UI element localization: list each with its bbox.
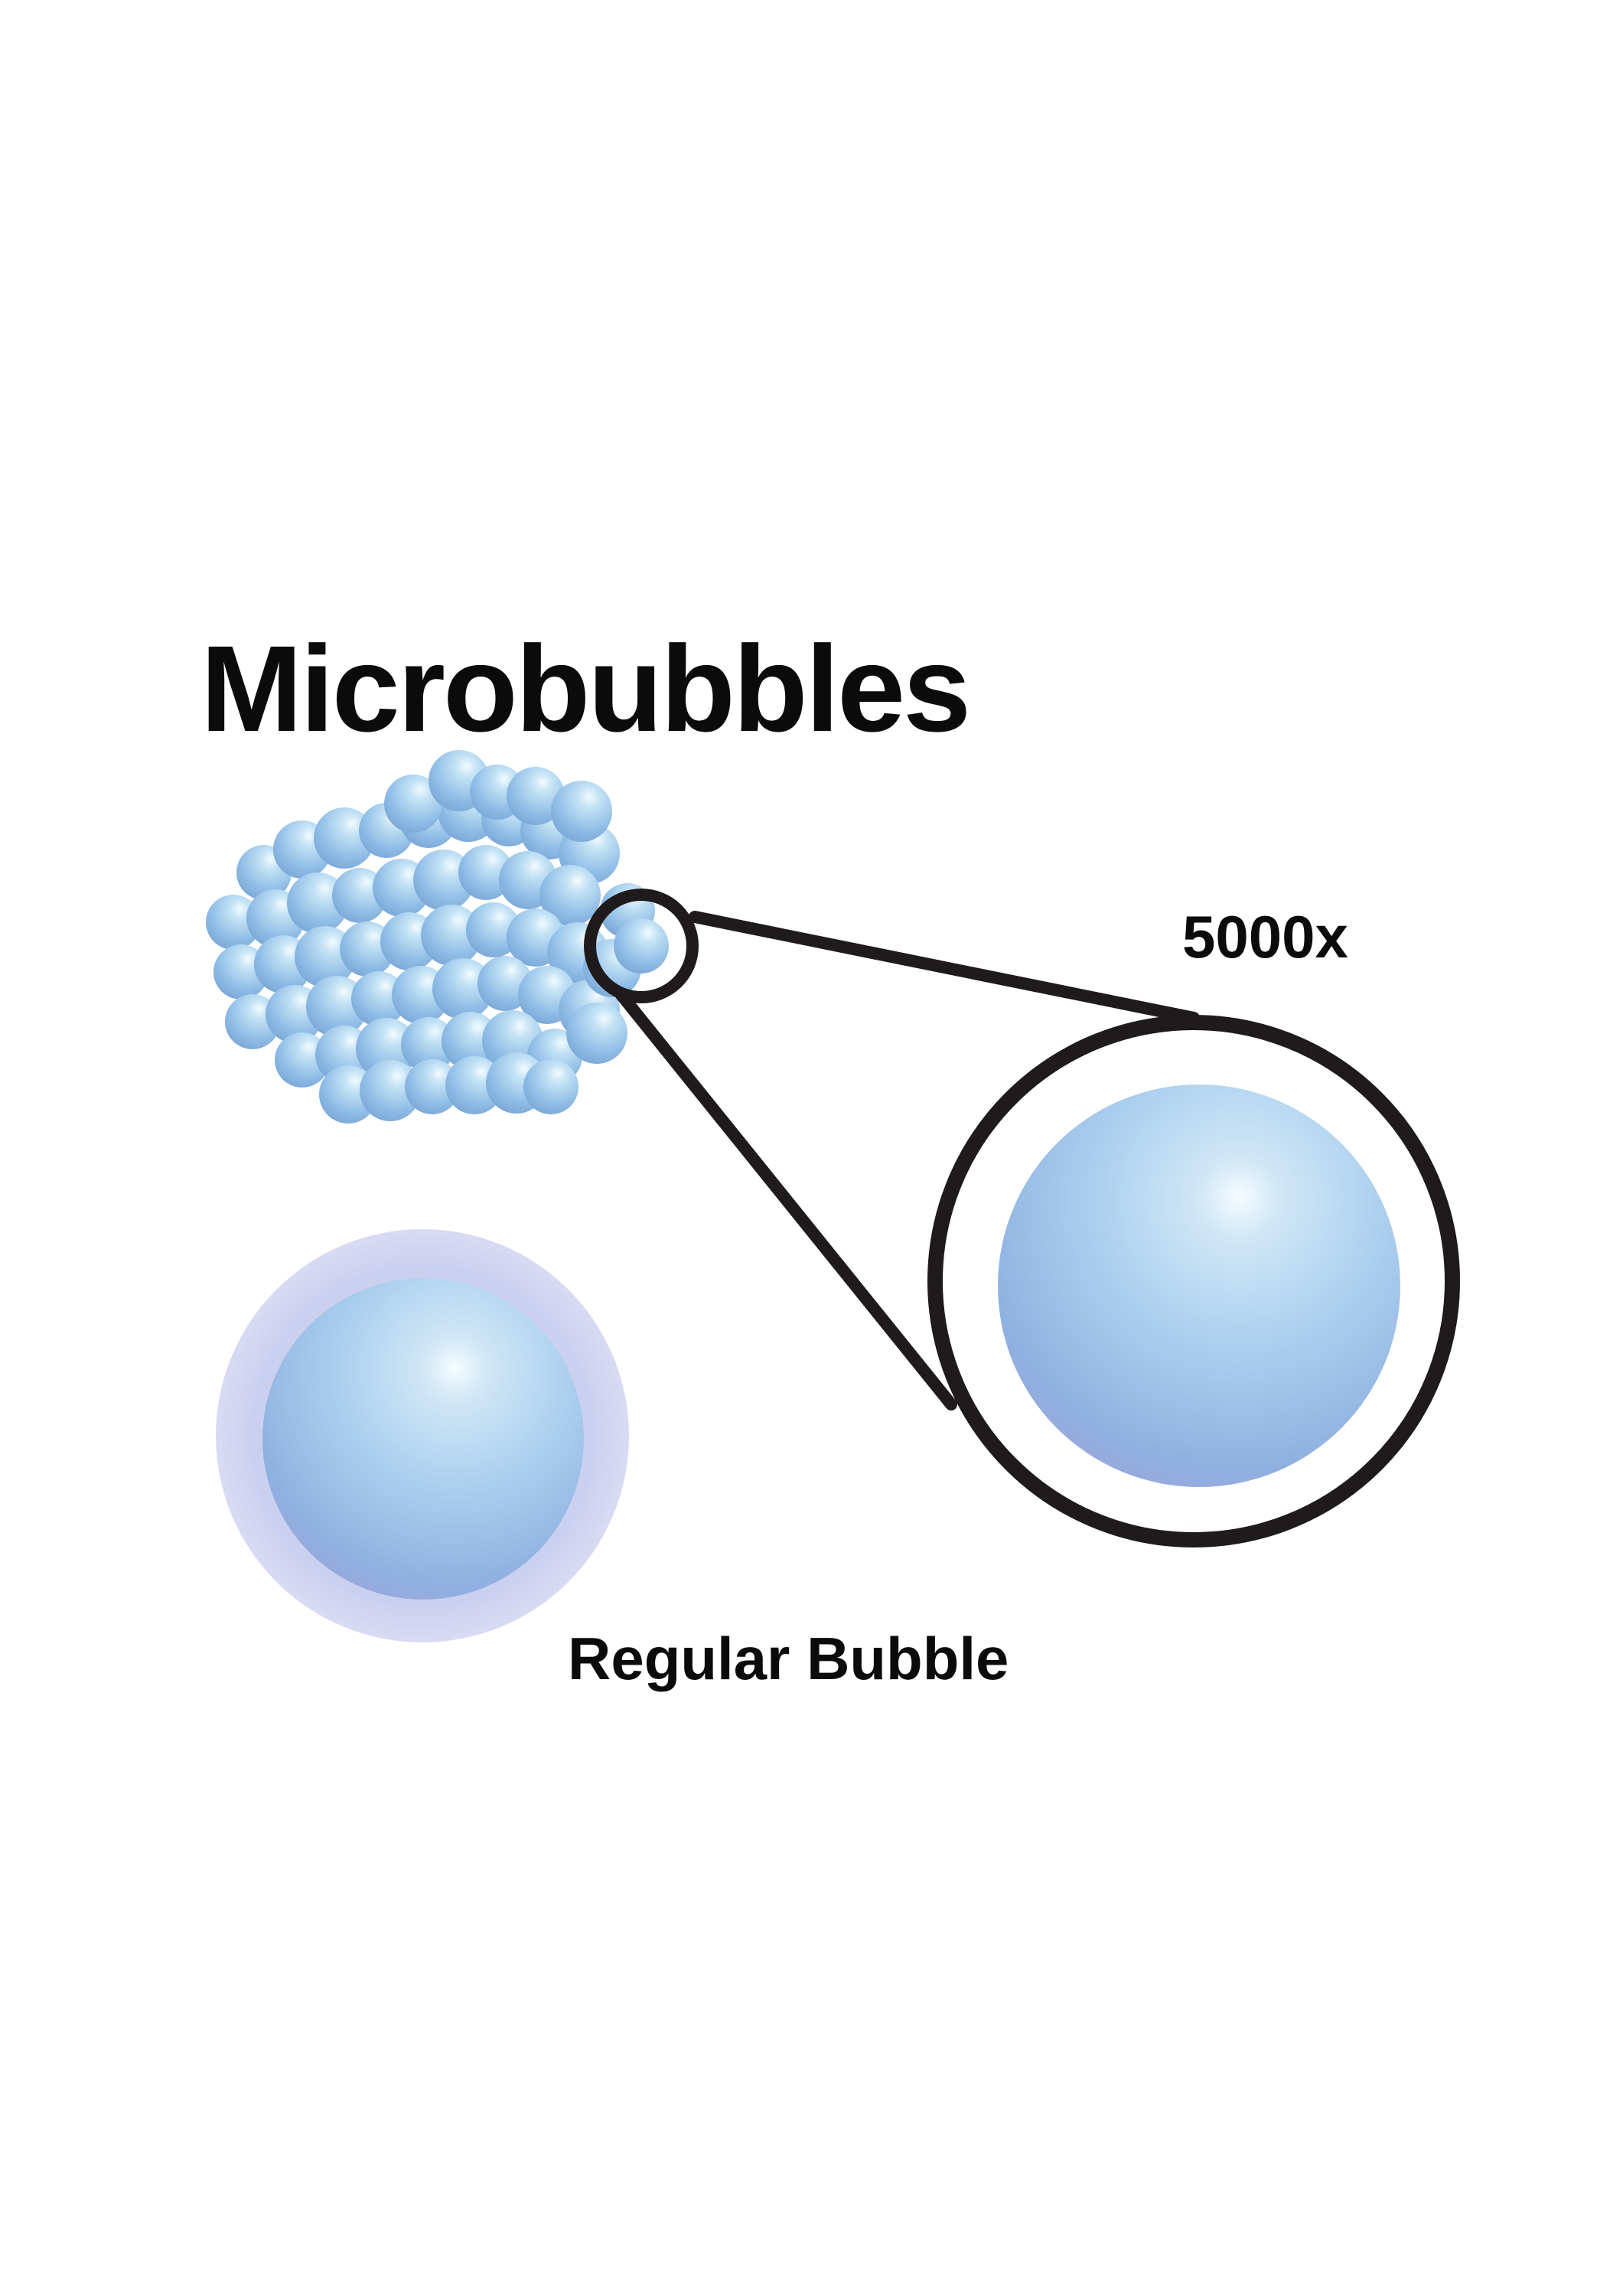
regular-bubble-label: Regular Bubble xyxy=(568,1625,1009,1692)
zoom-connector-bottom xyxy=(615,989,957,1411)
microbubble xyxy=(360,1060,421,1121)
microbubble xyxy=(523,1059,578,1114)
microbubble-cluster xyxy=(206,750,655,1124)
microbubble xyxy=(566,1003,627,1064)
microbubble xyxy=(551,781,612,842)
microbubble xyxy=(314,807,375,869)
zoom-source-ring xyxy=(584,889,699,1003)
microbubble xyxy=(306,976,367,1037)
magnification-label: 5000x xyxy=(1182,903,1348,970)
microbubble xyxy=(287,872,348,934)
regular-bubble xyxy=(262,1278,584,1600)
magnified-microbubble xyxy=(998,1084,1400,1487)
microbubble xyxy=(295,926,356,987)
microbubble xyxy=(206,895,261,950)
microbubble xyxy=(442,1012,500,1070)
microbubble xyxy=(421,905,482,966)
microbubble xyxy=(432,958,494,1019)
microbubble xyxy=(507,767,565,825)
microbubble xyxy=(413,850,474,911)
microbubble xyxy=(384,775,442,833)
zoom-source-bubble xyxy=(614,918,669,974)
zoom-connector-top xyxy=(689,911,1200,1024)
microbubble xyxy=(351,971,406,1026)
microbubble xyxy=(405,1059,460,1114)
microbubble xyxy=(401,1017,456,1072)
diagram-title: Microbubbles xyxy=(200,620,971,757)
microbubble xyxy=(539,865,601,926)
microbubble xyxy=(275,1032,330,1088)
